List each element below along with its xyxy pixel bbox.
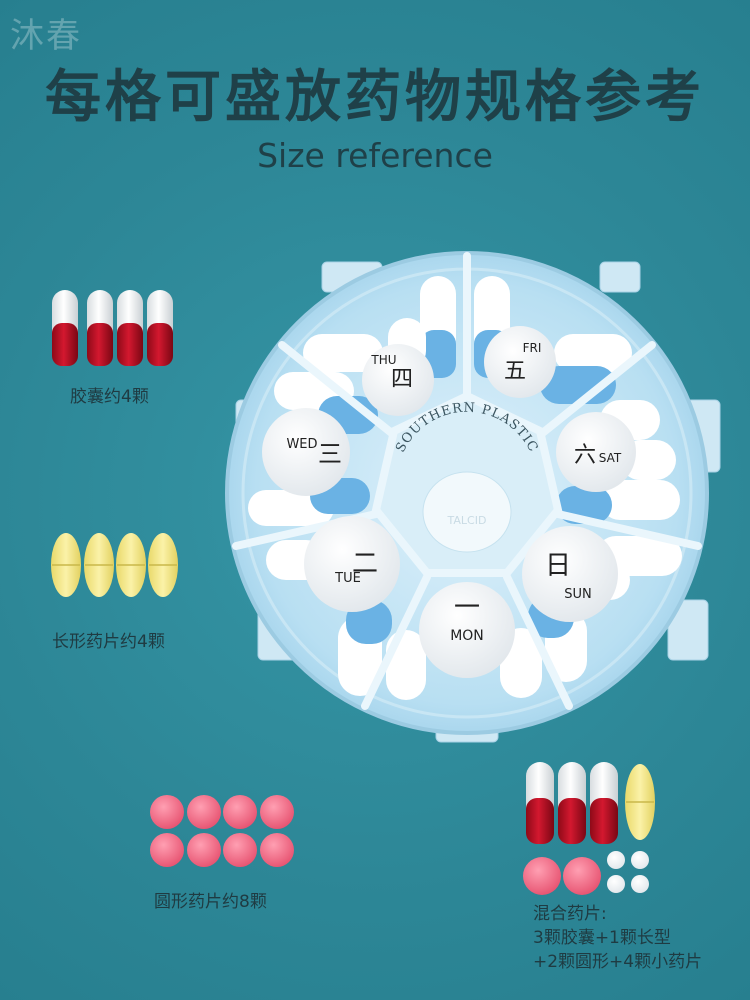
day-lid-wed[interactable]: 三 WED [262,408,350,496]
svg-text:四: 四 [391,367,413,392]
day-lid-fri[interactable]: 五 FRI [484,326,556,398]
day-lid-sun[interactable]: 日 SUN [522,526,618,622]
svg-text:五: 五 [504,359,526,384]
day-lid-sat[interactable]: 六 SAT [556,412,636,492]
svg-text:二: 二 [352,549,378,579]
watermark: 沐春 [10,16,82,56]
capsule-group [52,290,173,366]
oblong-label: 长形药片约4颗 [52,632,165,652]
mixed-line-3: +2颗圆形+4颗小药片 [533,952,703,972]
mixed-line-1: 混合药片: [533,904,607,924]
mixed-description: 混合药片: 3颗胶囊+1颗长型 +2颗圆形+4颗小药片 [533,902,702,974]
svg-text:THU: THU [370,353,396,367]
center-button-text: TALCID [447,514,487,527]
pill-box: SOUTHERN PLASTIC TALCID 一 MON 二 TUE 三 WE… [225,251,721,743]
capsules-label: 胶囊约4颗 [70,387,149,407]
svg-text:三: 三 [318,440,342,468]
page-subtitle: Size reference [257,136,493,175]
svg-text:MON: MON [450,628,484,644]
day-lid-thu[interactable]: 四 THU [362,344,434,416]
oblong-tablet-group [51,533,178,597]
svg-text:SAT: SAT [599,451,622,465]
page-title: 每格可盛放药物规格参考 [45,65,705,130]
day-lid-mon[interactable]: 一 MON [419,582,515,678]
svg-text:六: 六 [574,443,596,468]
svg-text:SUN: SUN [564,587,592,602]
round-tablet-group [150,795,294,867]
svg-text:FRI: FRI [523,341,542,355]
day-lid-tue[interactable]: 二 TUE [304,516,400,612]
mixed-line-2: 3颗胶囊+1颗长型 [533,928,671,948]
svg-text:WED: WED [286,437,317,452]
round-label: 圆形药片约8颗 [154,892,267,912]
svg-text:TUE: TUE [334,571,361,586]
svg-text:一: 一 [454,593,480,623]
svg-text:日: 日 [545,551,571,581]
mixed-pill-group [523,762,655,895]
